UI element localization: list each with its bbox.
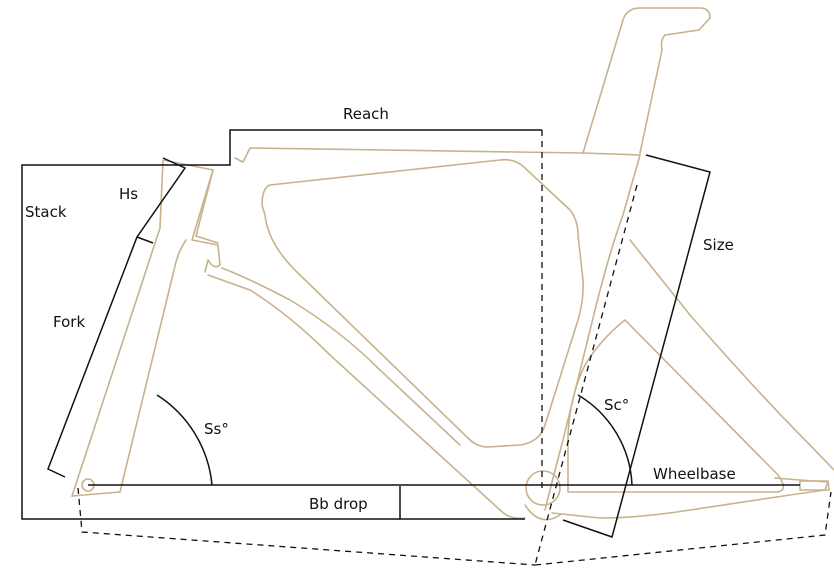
wheelbase-label: Wheelbase — [653, 465, 736, 483]
reach-line — [212, 129, 542, 166]
seat-stay — [629, 239, 834, 471]
down-tube — [207, 274, 526, 520]
fork-blade — [71, 239, 187, 497]
bb-drop-label: Bb drop — [309, 495, 368, 513]
ground-guide-rear — [534, 491, 832, 566]
head-tube — [71, 159, 219, 497]
frame-window — [261, 158, 584, 448]
fork-label: Fork — [53, 313, 85, 331]
bb-drop-line — [399, 486, 525, 520]
bottom-bracket — [525, 470, 561, 506]
stack-label: Stack — [25, 203, 67, 221]
sc-angle-arc — [577, 394, 633, 486]
dimension-lines — [21, 129, 800, 538]
rear-triangle-window — [567, 319, 785, 493]
seat-tube — [544, 154, 641, 511]
seat-post — [582, 7, 711, 154]
labels: Reach Stack Hs Fork Size Ss° Sc° Wheelba… — [25, 105, 736, 513]
sc-angle-label: Sc° — [604, 396, 629, 414]
bb-shell — [524, 504, 561, 521]
dashed-guides — [77, 130, 832, 566]
down-tube-upper — [221, 267, 461, 446]
head-tube-lower — [191, 169, 221, 273]
bike-frame — [71, 7, 834, 521]
seat-tube-guide — [534, 184, 638, 566]
hs-tick — [136, 236, 154, 244]
ground-guide-front — [77, 487, 536, 566]
ss-angle-label: Ss° — [204, 420, 229, 438]
size-label: Size — [703, 236, 734, 254]
reach-label: Reach — [343, 105, 389, 123]
top-tube — [234, 147, 641, 163]
hs-label: Hs — [119, 185, 138, 203]
size-line — [562, 154, 711, 538]
chain-stay — [551, 477, 829, 519]
ss-angle-arc — [156, 394, 213, 486]
stack-line — [21, 164, 400, 520]
dropout — [799, 480, 830, 491]
